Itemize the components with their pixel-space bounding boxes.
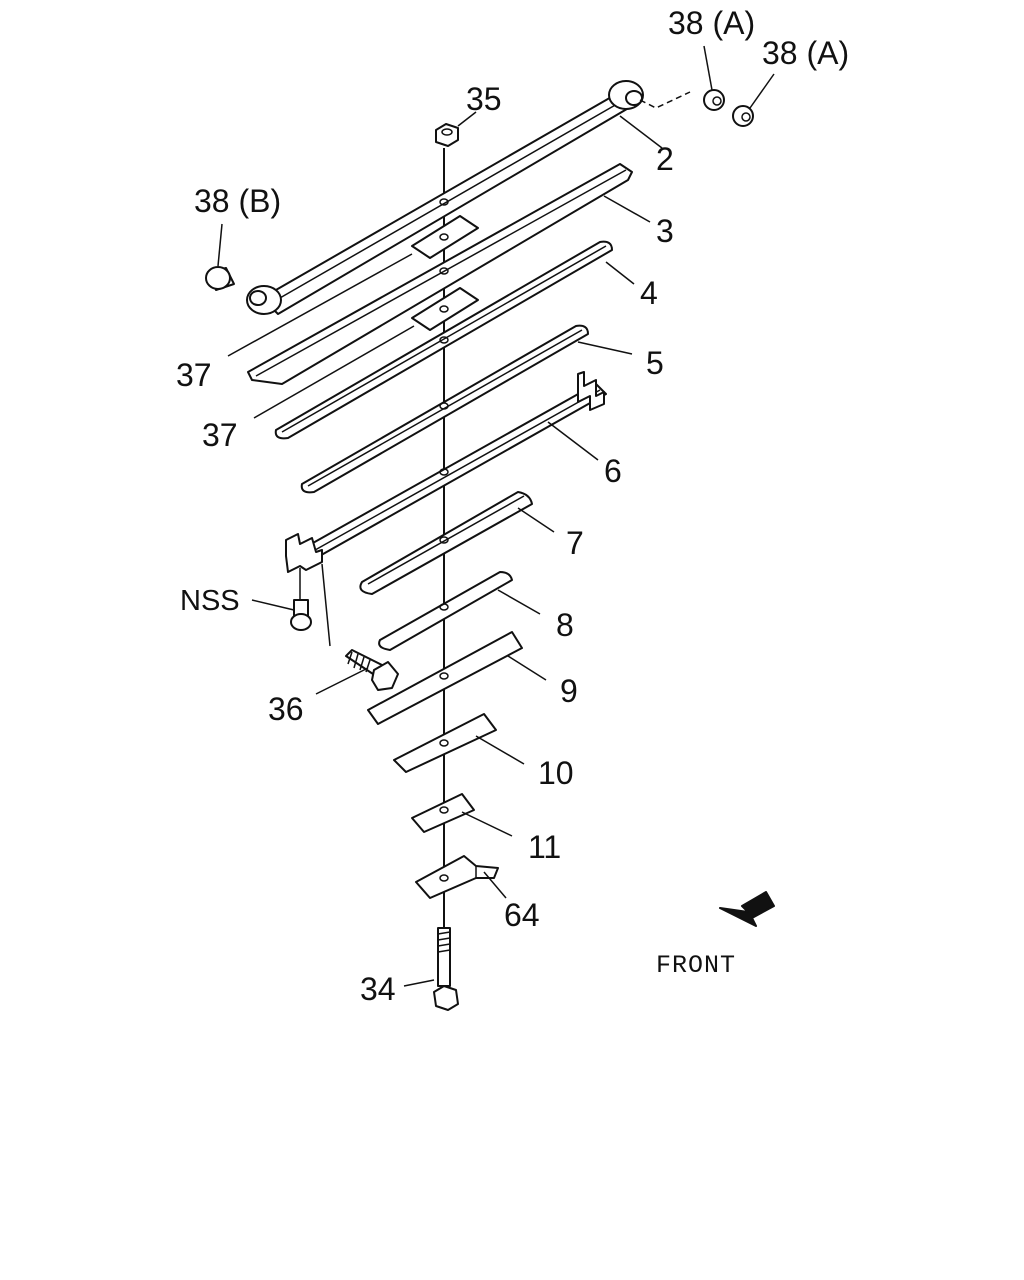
spacer-11 [411,793,475,833]
label-38b: 38 (B) [194,183,281,219]
leaf-9 [367,631,523,725]
leaf-10 [393,713,497,773]
leaf-5 [300,324,589,494]
label-8: 8 [556,607,574,643]
label-5: 5 [646,345,664,381]
label-2: 2 [656,141,674,177]
bracket-64 [415,855,499,899]
rivet-nss [290,568,312,631]
label-37-1: 37 [176,357,212,393]
label-11: 11 [528,829,561,865]
label-38a-1: 38 (A) [668,5,755,41]
leaf-3 [247,163,633,385]
label-6: 6 [604,453,622,489]
label-10: 10 [538,755,574,791]
label-34: 34 [360,971,396,1007]
label-38a-2: 38 (A) [762,35,849,71]
bushing-38a-2 [732,105,754,127]
label-35: 35 [466,81,502,117]
bushing-38a-1 [703,89,725,111]
center-bolt-34 [433,927,459,1011]
leader-lines [217,45,775,987]
arrow-down-left-icon [719,891,775,927]
label-4: 4 [640,275,658,311]
label-3: 3 [656,213,674,249]
bolt-36 [321,563,399,691]
label-37-2: 37 [202,417,238,453]
leaf-4 [274,240,613,440]
leaf-7 [359,491,533,595]
label-7: 7 [566,525,584,561]
leaf-6 [285,371,607,573]
label-nss: NSS [180,585,240,617]
bushing-38b [205,266,235,291]
label-36: 36 [268,691,304,727]
leaf-8 [378,571,513,651]
main-leaf-2 [246,80,644,315]
label-64: 64 [504,897,540,933]
bushing-leader-dashed [639,91,691,109]
nut-35 [435,123,459,147]
label-9: 9 [560,673,578,709]
label-front: FRONT [656,951,736,980]
